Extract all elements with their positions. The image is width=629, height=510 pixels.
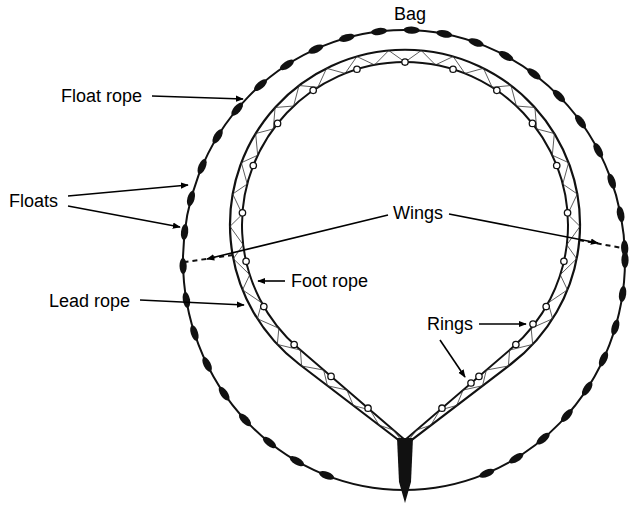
float [606, 173, 618, 190]
net-end-point [397, 438, 413, 503]
float [371, 27, 388, 36]
leader-line [152, 96, 243, 99]
ring [476, 373, 482, 379]
part-label: Bag [393, 4, 427, 24]
float [618, 286, 627, 303]
foot-rope [242, 62, 568, 440]
float [559, 407, 575, 424]
float [507, 451, 524, 465]
float [551, 88, 567, 104]
float [288, 454, 305, 468]
float [573, 113, 588, 130]
float [252, 77, 269, 93]
net-mesh-line [230, 51, 580, 445]
leader-line [258, 280, 285, 282]
float [196, 158, 209, 176]
float [180, 224, 189, 241]
float [182, 291, 192, 308]
float [229, 101, 245, 118]
float [591, 142, 605, 160]
part-label: Rings [426, 314, 474, 334]
float [478, 467, 496, 480]
part-label: Floats [8, 191, 59, 211]
ring [513, 341, 519, 347]
leader-line [68, 185, 188, 196]
floats-group [179, 26, 628, 481]
ring [243, 258, 249, 264]
float [261, 435, 278, 451]
part-label: Lead rope [48, 291, 131, 311]
float [436, 29, 453, 39]
ring [239, 210, 245, 216]
float [210, 128, 224, 145]
float [278, 58, 295, 73]
ring [261, 303, 267, 309]
ring [365, 405, 371, 411]
leader-line [449, 214, 598, 243]
lead-rope [230, 50, 580, 445]
ring [494, 87, 500, 93]
ring [439, 405, 445, 411]
part-label: Wings [392, 203, 444, 223]
float [610, 319, 621, 336]
rings-group [239, 59, 571, 412]
ring [468, 380, 474, 386]
leader-line [479, 323, 526, 325]
float [580, 380, 595, 397]
ring [274, 120, 280, 126]
part-label: Float rope [60, 86, 143, 106]
ring [250, 162, 256, 168]
ring [543, 303, 549, 309]
float [497, 49, 514, 63]
leader-line [207, 215, 388, 259]
ring [310, 87, 316, 93]
float [237, 411, 253, 428]
float [616, 206, 626, 223]
leader-line [68, 206, 180, 227]
ring [450, 66, 456, 72]
float [525, 66, 542, 81]
float [185, 190, 196, 207]
ring [354, 66, 360, 72]
float [217, 385, 232, 402]
float [597, 350, 610, 368]
ring [328, 373, 334, 379]
leader-line [140, 300, 244, 305]
ring [554, 162, 560, 168]
net-mesh [230, 51, 580, 445]
ring [564, 210, 570, 216]
float [200, 356, 214, 374]
float [467, 36, 484, 48]
ring [291, 341, 297, 347]
float [404, 26, 420, 34]
ring [402, 59, 408, 65]
float [535, 431, 552, 447]
part-label: Foot rope [290, 271, 369, 291]
float-rope [183, 30, 625, 490]
leader-line [440, 340, 465, 377]
float [189, 324, 201, 341]
ring [561, 258, 567, 264]
ring [529, 120, 535, 126]
float [179, 258, 187, 274]
float [621, 240, 629, 256]
ring [530, 321, 536, 327]
float [307, 43, 325, 56]
float [338, 32, 355, 43]
float [318, 469, 336, 482]
